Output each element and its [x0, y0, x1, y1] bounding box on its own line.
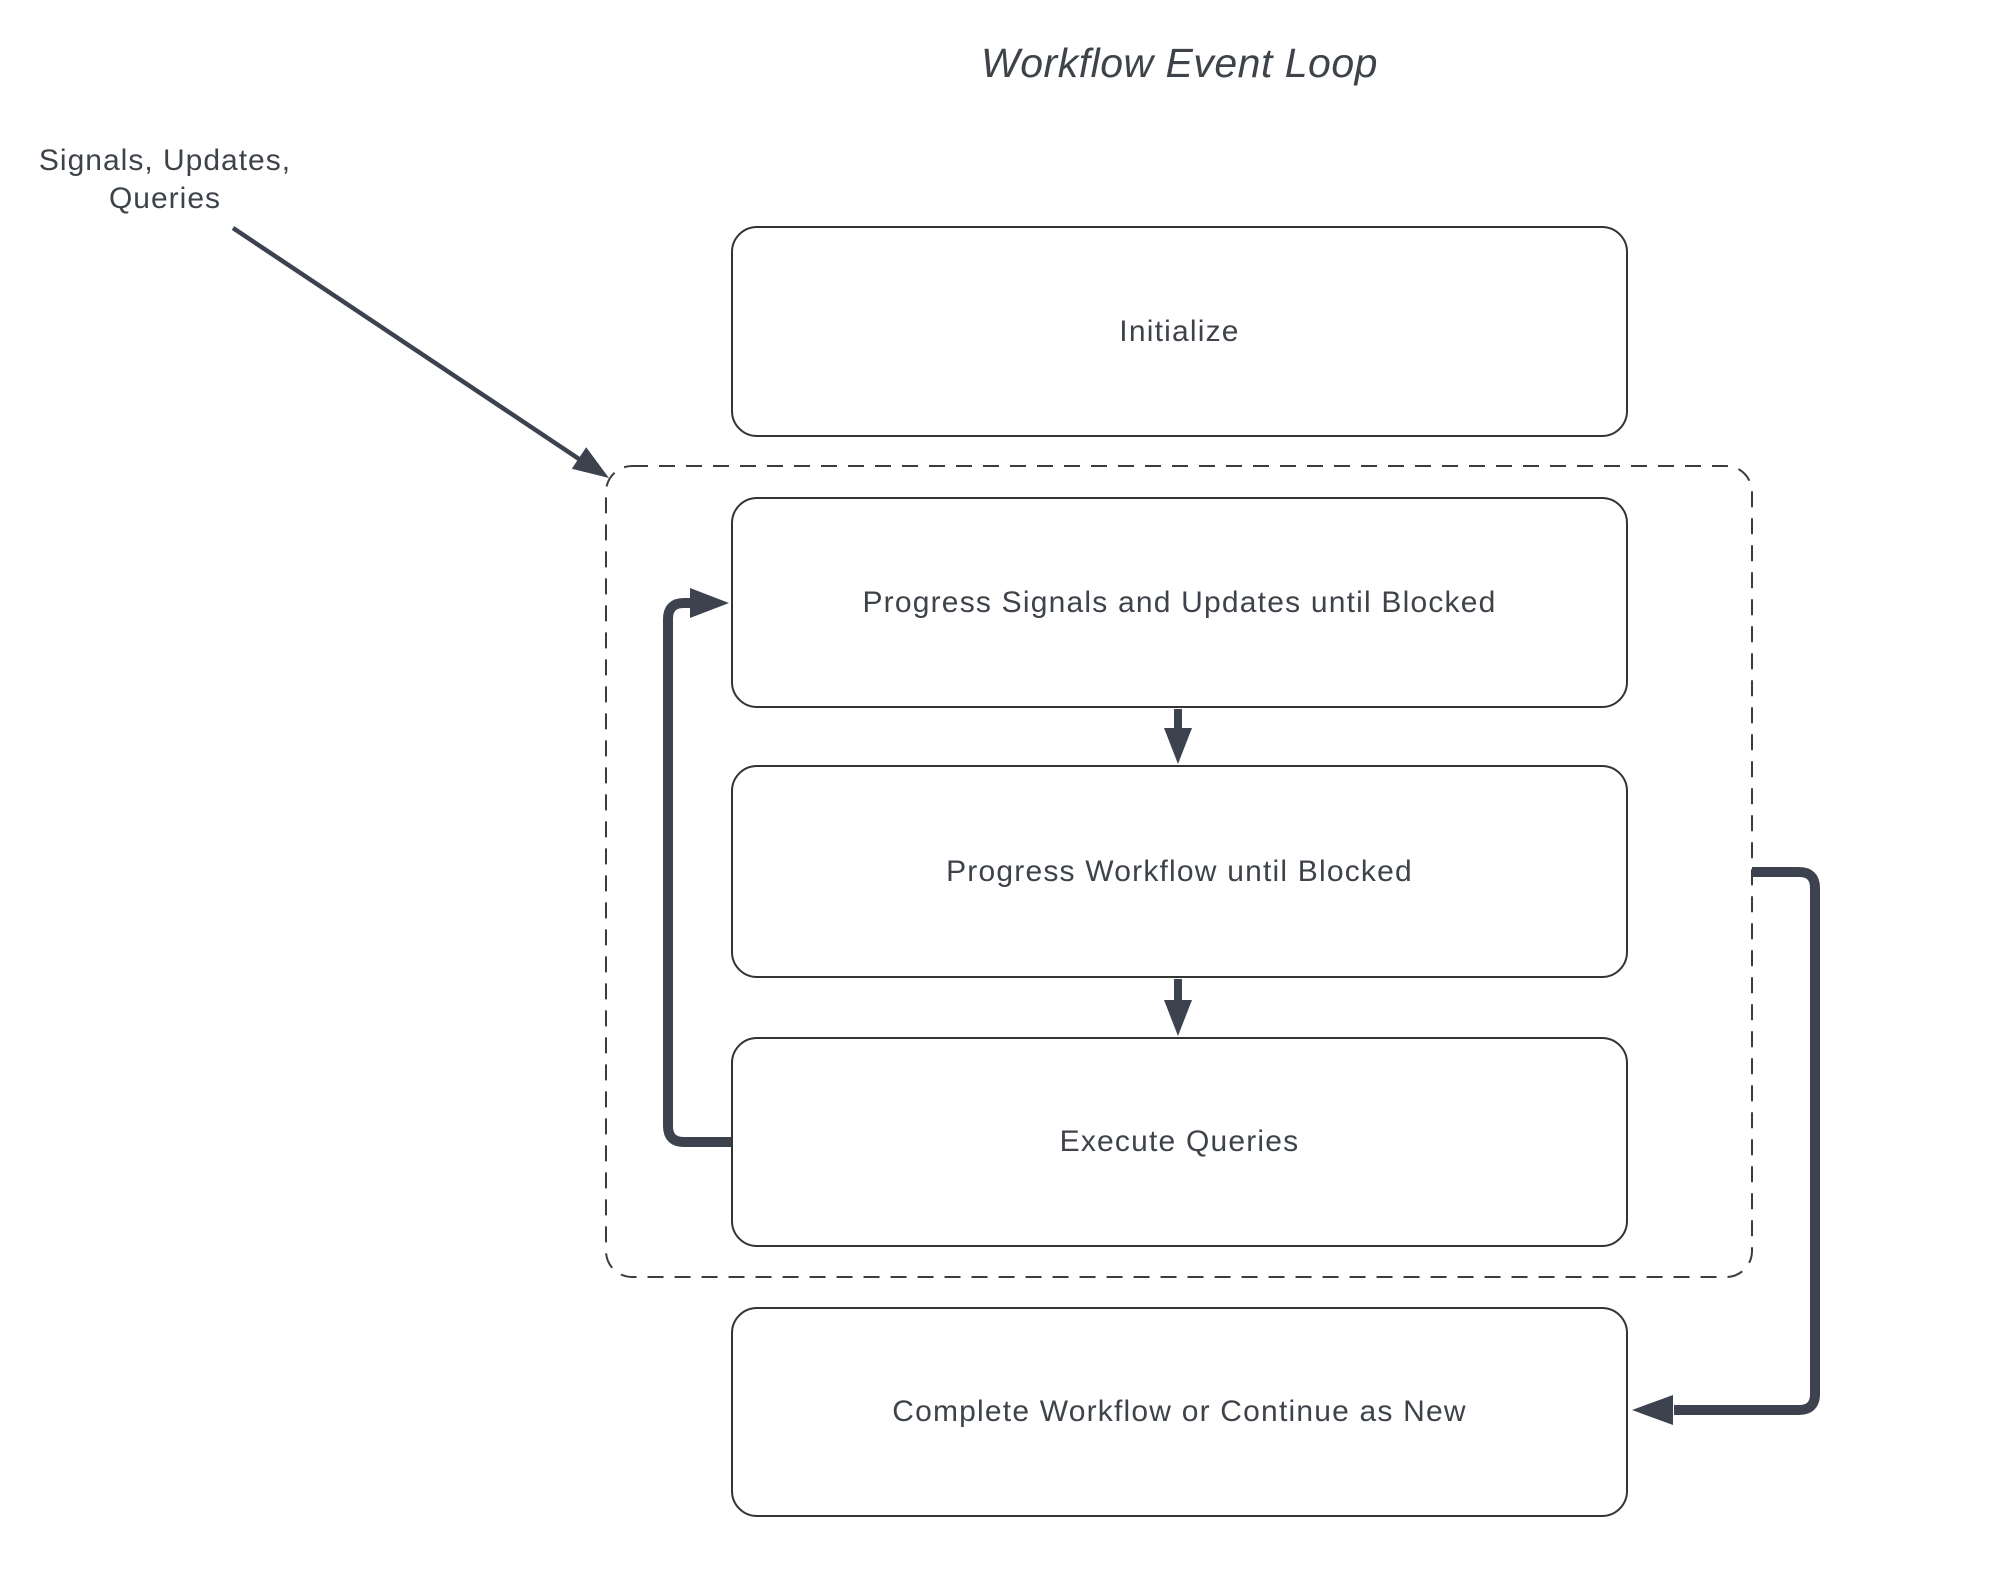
node-progress-signals-label: Progress Signals and Updates until Block… [862, 585, 1497, 619]
node-execute-queries-label: Execute Queries [1059, 1125, 1300, 1158]
down-arrowhead-2 [1164, 1000, 1192, 1036]
down-arrowhead-1 [1164, 728, 1192, 764]
annotation-line-1: Signals, Updates, [38, 144, 292, 177]
down-arrow-signals-to-workflow [1164, 709, 1192, 764]
exit-arrowhead [1632, 1395, 1673, 1425]
node-execute-queries: Execute Queries [731, 1037, 1628, 1247]
node-progress-workflow: Progress Workflow until Blocked [731, 765, 1628, 978]
annotation-line-2: Queries [108, 182, 222, 215]
annotation-arrowhead [571, 447, 609, 478]
node-complete-workflow-label: Complete Workflow or Continue as New [892, 1395, 1467, 1428]
annotation-signals-updates-queries: Signals, Updates, Queries [25, 142, 305, 218]
annotation-arrow [231, 226, 609, 478]
down-arrow-workflow-to-queries [1164, 979, 1192, 1036]
node-progress-signals-and-updates: Progress Signals and Updates until Block… [731, 497, 1628, 708]
node-complete-workflow: Complete Workflow or Continue as New [731, 1307, 1628, 1517]
node-initialize-label: Initialize [1119, 314, 1240, 348]
exit-arrow [1632, 867, 1820, 1425]
node-progress-workflow-label: Progress Workflow until Blocked [946, 854, 1413, 888]
diagram-title: Workflow Event Loop [981, 40, 1378, 86]
loop-back-arrowhead [690, 588, 729, 618]
loop-back-arrow [663, 588, 731, 1147]
node-initialize: Initialize [731, 226, 1628, 437]
